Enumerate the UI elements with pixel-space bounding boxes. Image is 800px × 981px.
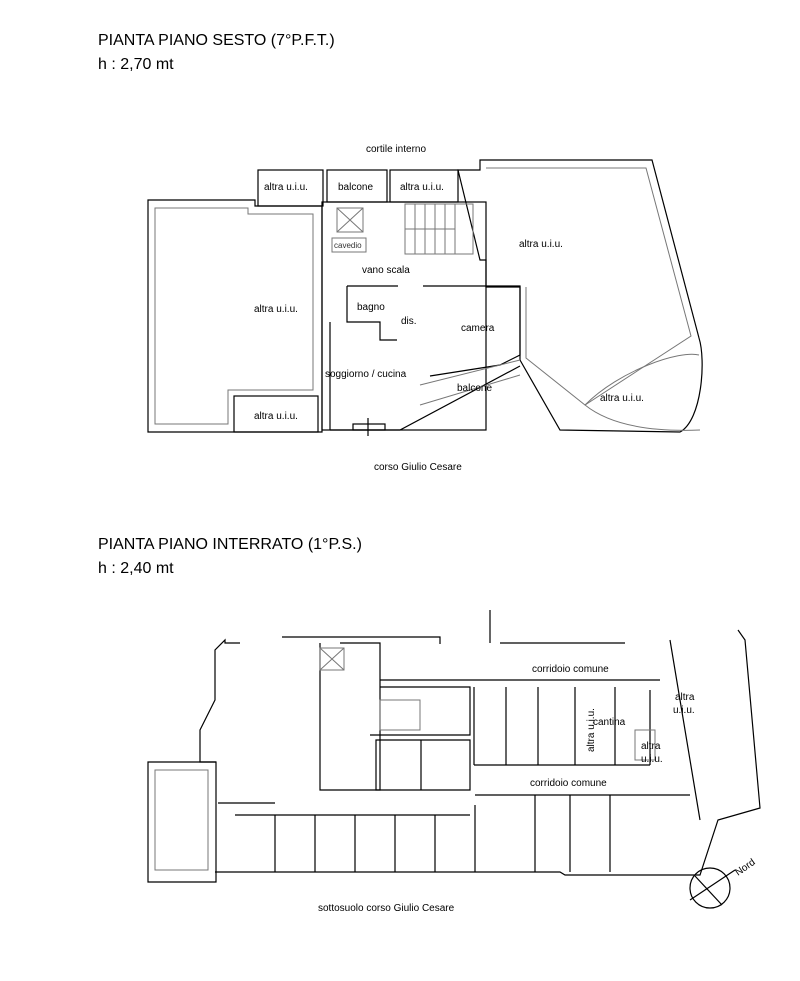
label-vano-scala: vano scala bbox=[362, 265, 410, 276]
label-street: corso Giulio Cesare bbox=[374, 462, 462, 473]
top-floor-plan bbox=[147, 159, 703, 436]
label-corridoio-comune: corridoio comune bbox=[532, 664, 609, 675]
label-altra: altra bbox=[675, 692, 695, 703]
label-dis: dis. bbox=[401, 316, 417, 327]
label-cavedio: cavedio bbox=[334, 241, 362, 250]
label-altra-uiu: altra u.i.u. bbox=[254, 411, 298, 422]
label-corridoio-comune: corridoio comune bbox=[530, 778, 607, 789]
basement-floor-plan bbox=[147, 610, 761, 883]
top-plan-title: PIANTA PIANO SESTO (7°P.F.T.) bbox=[98, 32, 335, 49]
label-altra: altra bbox=[641, 741, 661, 752]
label-altra-uiu: altra u.i.u. bbox=[400, 182, 444, 193]
bottom-plan-height: h : 2,40 mt bbox=[98, 560, 174, 577]
label-balcone: balcone bbox=[338, 182, 373, 193]
label-uiu: u.i.u. bbox=[673, 705, 695, 716]
label-street: sottosuolo corso Giulio Cesare bbox=[318, 903, 455, 914]
label-altra-uiu-vertical: altra u.i.u. bbox=[586, 708, 597, 752]
label-balcone: balcone bbox=[457, 383, 492, 394]
bottom-plan-title: PIANTA PIANO INTERRATO (1°P.S.) bbox=[98, 536, 362, 553]
label-altra-uiu: altra u.i.u. bbox=[600, 393, 644, 404]
label-soggiorno-cucina: soggiorno / cucina bbox=[325, 369, 407, 380]
label-bagno: bagno bbox=[357, 302, 385, 313]
label-camera: camera bbox=[461, 323, 495, 334]
label-cortile-interno: cortile interno bbox=[366, 144, 426, 155]
label-uiu: u.i.u. bbox=[641, 754, 663, 765]
label-altra-uiu: altra u.i.u. bbox=[264, 182, 308, 193]
label-altra-uiu: altra u.i.u. bbox=[519, 239, 563, 250]
compass-icon bbox=[689, 867, 736, 909]
label-cantina: cantina bbox=[593, 717, 626, 728]
top-plan-height: h : 2,70 mt bbox=[98, 56, 174, 73]
label-north: Nord bbox=[733, 857, 757, 878]
label-altra-uiu: altra u.i.u. bbox=[254, 304, 298, 315]
